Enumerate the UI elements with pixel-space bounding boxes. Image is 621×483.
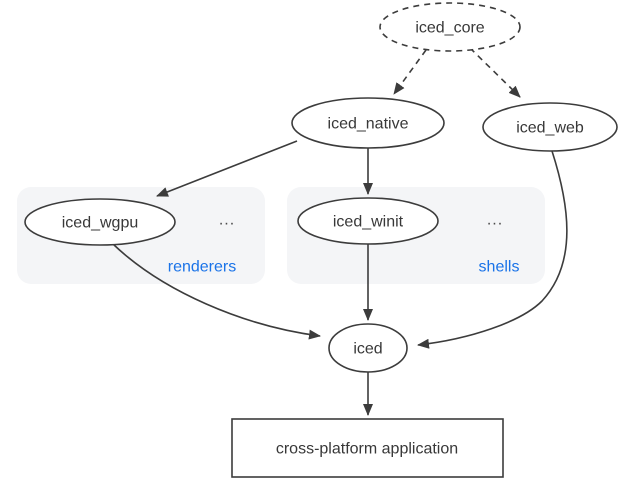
renderers-group-label: renderers xyxy=(168,259,236,276)
node-iced-winit: iced_winit xyxy=(297,197,439,245)
node-iced: iced xyxy=(328,323,408,373)
iced-native-ellipse xyxy=(291,97,445,149)
iced-wgpu-ellipse xyxy=(24,198,176,246)
iced-wgpu-label: iced_wgpu xyxy=(62,215,139,232)
node-iced-wgpu: iced_wgpu xyxy=(24,198,176,246)
edge-iced-native-to-iced-wgpu xyxy=(156,140,298,197)
iced-label: iced xyxy=(353,341,382,358)
node-iced-native: iced_native xyxy=(291,97,445,149)
iced-ellipse xyxy=(328,323,408,373)
iced-core-label: iced_core xyxy=(415,20,484,37)
iced-winit-label: iced_winit xyxy=(333,214,404,231)
iced-native-label: iced_native xyxy=(328,116,409,133)
application-rect xyxy=(231,418,504,478)
iced-web-ellipse xyxy=(482,102,618,152)
iced-web-label: iced_web xyxy=(516,120,584,137)
shells-group-label: shells xyxy=(479,259,520,276)
node-iced-core: iced_core xyxy=(379,2,521,52)
edge-iced-web-to-iced xyxy=(417,150,568,349)
iced-core-ellipse xyxy=(379,2,521,52)
iced-winit-ellipse xyxy=(297,197,439,245)
edge-iced-core-to-iced-native xyxy=(393,49,427,95)
node-cross-platform-application: cross-platform application xyxy=(231,418,504,478)
edge-iced-core-to-iced-web xyxy=(469,47,521,98)
renderers-ellipsis: ... xyxy=(219,212,235,229)
application-label: cross-platform application xyxy=(276,441,458,458)
node-iced-web: iced_web xyxy=(482,102,618,152)
edge-iced-wgpu-to-iced xyxy=(112,243,321,340)
shells-ellipsis: ... xyxy=(487,212,503,229)
